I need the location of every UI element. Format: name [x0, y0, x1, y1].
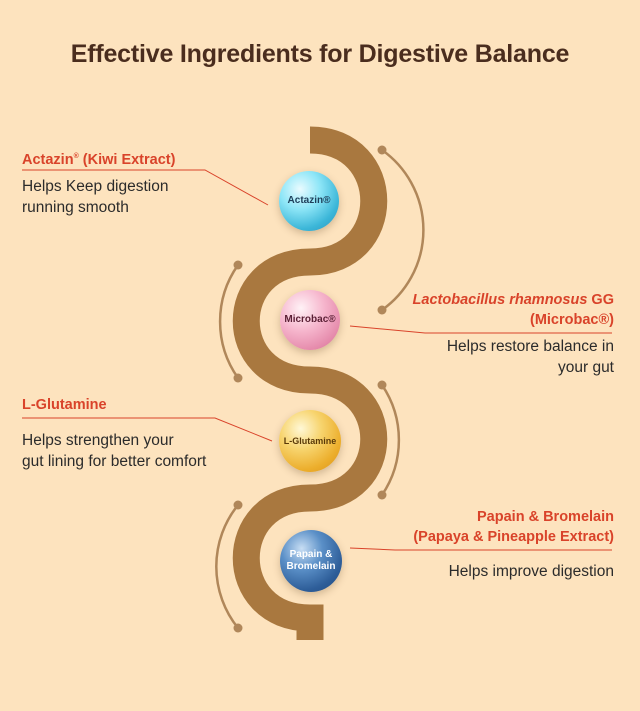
registered-mark: ® — [73, 153, 79, 160]
microbac-description-line2: your gut — [557, 359, 614, 376]
papain-heading: Papain & Bromelain (Papaya & Pineapple E… — [413, 507, 614, 547]
actazin-heading: Actazin® (Kiwi Extract) — [22, 147, 175, 170]
microbac-heading: Lactobacillus rhamnosus GG (Microbac®) — [413, 290, 614, 330]
leader-line-glutamine — [22, 417, 273, 442]
actazin-heading-rest: (Kiwi Extract) — [78, 151, 176, 168]
leader-line-microbac — [349, 325, 612, 334]
arc-end-dots — [233, 145, 387, 633]
actazin-capsule: Actazin® — [279, 171, 339, 231]
microbac-heading-line2: (Microbac®) — [530, 312, 614, 328]
arc-left-bottom — [215, 503, 240, 630]
decorative-arcs — [215, 148, 425, 630]
papain-capsule: Papain & Bromelain — [280, 530, 342, 592]
glutamine-description-line2: gut lining for better comfort — [22, 453, 207, 470]
microbac-heading-strain: GG — [587, 292, 614, 308]
microbac-heading-species: Lactobacillus rhamnosus — [412, 292, 588, 308]
page-title: Effective Ingredients for Digestive Bala… — [70, 40, 570, 68]
glutamine-capsule: L-Glutamine — [279, 410, 341, 472]
actazin-description: Helps Keep digestion running smooth — [22, 176, 169, 218]
arc-left-upper — [218, 263, 240, 380]
glutamine-capsule-label: L-Glutamine — [283, 436, 337, 446]
papain-capsule-label-line2: Bromelain — [286, 561, 336, 572]
actazin-description-line1: Helps Keep digestion — [22, 178, 169, 195]
serpentine-band — [232, 126, 388, 640]
microbac-description-line1: Helps restore balance in — [446, 338, 614, 355]
papain-description: Helps improve digestion — [448, 563, 614, 580]
microbac-description: Helps restore balance in your gut — [447, 336, 614, 378]
leader-line-papain — [349, 547, 612, 551]
arc-right-lower — [380, 383, 401, 497]
leader-lines — [22, 169, 612, 551]
papain-heading-line2: (Papaya & Pineapple Extract) — [413, 529, 614, 545]
arc-right-top — [380, 148, 425, 312]
glutamine-description-line1: Helps strengthen your — [22, 432, 174, 449]
glutamine-heading: L-Glutamine — [22, 397, 107, 413]
actazin-description-line2: running smooth — [22, 199, 129, 216]
actazin-capsule-label: Actazin® — [287, 195, 331, 206]
papain-heading-line1: Papain & Bromelain — [477, 509, 614, 525]
papain-capsule-label-line1: Papain & — [289, 549, 333, 560]
glutamine-description: Helps strengthen your gut lining for bet… — [22, 430, 206, 472]
microbac-capsule-label: Microbac® — [284, 314, 336, 325]
actazin-heading-name: Actazin — [22, 151, 74, 168]
leader-line-actazin — [22, 169, 269, 206]
microbac-capsule: Microbac® — [280, 290, 340, 350]
